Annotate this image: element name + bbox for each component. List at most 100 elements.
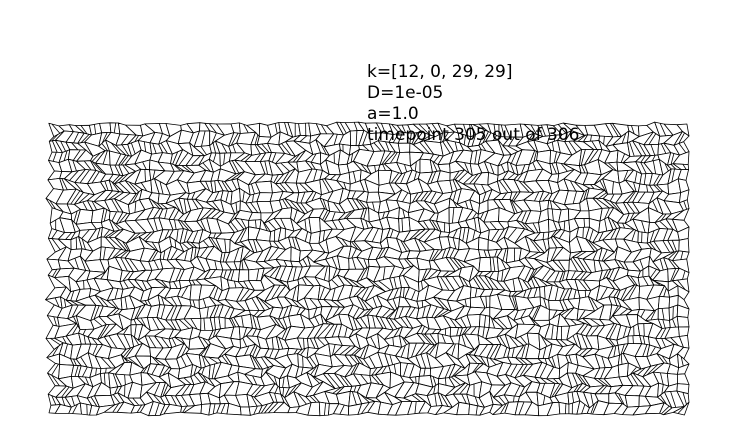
cell-wall xyxy=(389,318,398,330)
cell-wall xyxy=(646,364,659,376)
cell-wall xyxy=(240,241,251,251)
cell-wall xyxy=(242,191,245,202)
cell-wall xyxy=(350,364,357,376)
cell-wall xyxy=(489,344,499,359)
cell-wall xyxy=(462,227,466,242)
cell-wall xyxy=(202,298,207,308)
annotation-timepoint-line: timepoint 305 out of 306 xyxy=(367,125,580,145)
cell-wall xyxy=(552,220,558,231)
cell-wall xyxy=(581,334,588,349)
cell-wall xyxy=(400,172,406,184)
cell-wall xyxy=(372,297,378,308)
cell-wall xyxy=(544,358,548,365)
cell-wall xyxy=(472,277,481,290)
cell-wall xyxy=(51,123,61,134)
cell-wall xyxy=(261,143,270,153)
cell-wall xyxy=(211,210,221,219)
cell-wall xyxy=(282,317,288,329)
cell-wall xyxy=(431,220,439,231)
cell-wall xyxy=(181,346,187,356)
cell-wall xyxy=(365,220,369,229)
cell-wall xyxy=(251,395,258,407)
cell-wall xyxy=(507,145,519,152)
cell-wall xyxy=(532,162,537,171)
cell-wall xyxy=(49,200,56,210)
cell-wall xyxy=(590,393,594,405)
cell-wall xyxy=(359,199,367,209)
cell-wall xyxy=(231,160,240,174)
cell-wall xyxy=(256,268,260,281)
cell-wall xyxy=(160,304,166,319)
cell xyxy=(309,230,321,244)
cell-wall xyxy=(331,211,336,221)
cell-wall xyxy=(109,237,124,251)
cell-wall xyxy=(361,287,369,300)
cell-wall xyxy=(392,337,394,346)
cell-wall xyxy=(452,170,460,181)
cell-wall xyxy=(668,259,676,269)
cell-wall xyxy=(71,396,75,406)
cell-wall xyxy=(579,384,587,393)
cell-wall xyxy=(260,356,269,368)
cell-wall xyxy=(129,258,139,272)
cell-wall xyxy=(271,152,277,163)
cell-wall xyxy=(332,268,338,279)
cell-wall xyxy=(292,286,297,300)
cell-wall xyxy=(554,271,560,283)
cell-wall xyxy=(464,162,470,174)
cell-wall xyxy=(390,172,400,184)
cell-wall xyxy=(530,124,537,135)
cell-wall xyxy=(553,135,556,142)
cell-wall xyxy=(378,280,391,291)
cell-wall xyxy=(81,229,90,239)
cell-wall xyxy=(299,182,309,193)
cell-wall xyxy=(449,257,460,270)
cell-wall xyxy=(550,237,558,249)
cell-wall xyxy=(584,290,587,298)
cell xyxy=(456,401,471,416)
cell-wall xyxy=(299,135,308,143)
cell-wall xyxy=(302,258,308,267)
cell-wall xyxy=(53,316,57,327)
cell-wall xyxy=(363,208,367,220)
cell-wall xyxy=(371,367,378,376)
cell-wall xyxy=(579,348,587,356)
cell-wall xyxy=(173,281,178,289)
cell-wall xyxy=(309,338,316,349)
cell-wall xyxy=(640,155,646,163)
cell-wall xyxy=(351,241,359,250)
cell-wall xyxy=(520,308,527,319)
cell-wall xyxy=(678,143,687,154)
cell-wall xyxy=(282,199,289,209)
cell-wall xyxy=(497,317,508,329)
cell-wall xyxy=(682,164,687,170)
cell-wall xyxy=(268,247,279,261)
cell-wall xyxy=(93,305,100,320)
cell-wall xyxy=(235,202,238,213)
cell-wall xyxy=(317,323,331,339)
cell-wall xyxy=(83,160,92,171)
cell-wall xyxy=(510,364,518,377)
cell-wall xyxy=(492,257,496,272)
cell-wall xyxy=(392,133,399,143)
cell-wall xyxy=(331,324,338,338)
cell-wall xyxy=(444,364,452,379)
cell-wall xyxy=(253,405,258,415)
cell-wall xyxy=(176,229,179,242)
cell-wall xyxy=(553,281,559,288)
cell-wall xyxy=(511,291,517,297)
cell-wall xyxy=(103,247,106,260)
cell-wall xyxy=(609,323,618,340)
cell-wall xyxy=(478,275,491,290)
cell-wall xyxy=(472,212,477,219)
cell-wall xyxy=(251,183,255,195)
cell-wall xyxy=(271,284,281,300)
cell-wall xyxy=(151,199,160,209)
cell xyxy=(99,122,112,134)
cell-wall xyxy=(391,124,400,134)
cell-wall xyxy=(281,328,288,340)
cell-wall xyxy=(100,357,112,369)
cell-wall xyxy=(264,161,269,175)
cell-wall xyxy=(212,403,216,414)
cell-wall xyxy=(452,276,461,288)
